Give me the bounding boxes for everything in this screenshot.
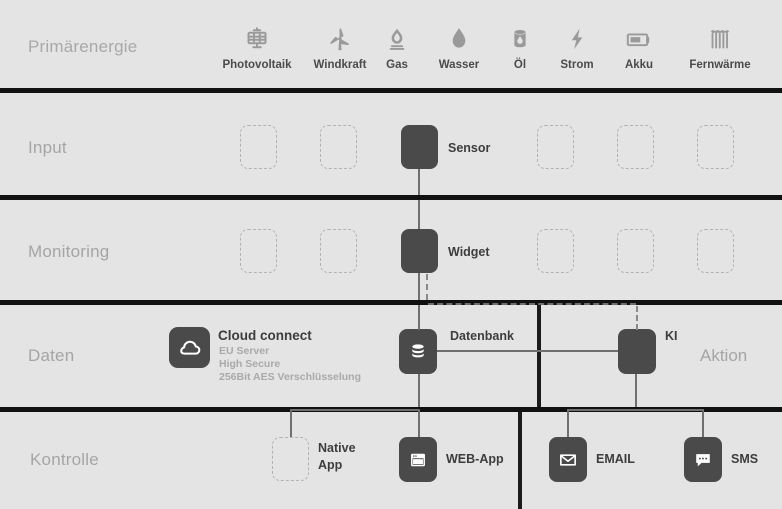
- primary-energy-label: Wasser: [438, 59, 480, 71]
- divider-kontrolle-left-right: [518, 412, 522, 509]
- kontrolle-node-sms[interactable]: [684, 437, 722, 482]
- daten-node-datenbank-label: Datenbank: [450, 329, 514, 343]
- monitoring-node-widget[interactable]: [401, 229, 438, 273]
- envelope-icon: [557, 449, 579, 471]
- input-empty-slot-1[interactable]: [240, 125, 277, 169]
- connector-datenbank-up: [418, 305, 420, 330]
- monitoring-empty-slot-3[interactable]: [537, 229, 574, 273]
- connector-bus-to-sms: [702, 409, 704, 437]
- input-node-sensor-label: Sensor: [448, 141, 491, 155]
- band-daten-aktion: [0, 305, 782, 407]
- cloud-icon: [177, 335, 203, 361]
- row-label-primaerenergie: Primärenergie: [28, 37, 138, 56]
- connector-ki-dashed-up: [636, 306, 638, 330]
- battery-icon: [594, 20, 684, 54]
- bus-kontrolle-left: [290, 409, 420, 411]
- connector-ki-down: [635, 374, 637, 407]
- primary-energy-item-gas[interactable]: Gas: [352, 20, 442, 71]
- database-icon: [407, 340, 429, 364]
- monitoring-empty-slot-1[interactable]: [240, 229, 277, 273]
- input-empty-slot-5[interactable]: [697, 125, 734, 169]
- primary-energy-label: Photovoltaik: [222, 59, 292, 71]
- primary-energy-label: Akku: [624, 59, 654, 71]
- kontrolle-node-native-app[interactable]: [272, 437, 309, 481]
- primary-energy-label: Öl: [513, 59, 527, 71]
- kontrolle-native-app-label-line2: App: [318, 458, 343, 472]
- primary-energy-label: Strom: [560, 59, 594, 71]
- primary-energy-item-strom[interactable]: Strom: [532, 20, 622, 71]
- input-empty-slot-4[interactable]: [617, 125, 654, 169]
- cloud-connect-line-1: EU Server: [219, 345, 270, 357]
- kontrolle-native-app-label-line1: Native: [318, 441, 356, 455]
- divider-daten-aktion: [537, 305, 541, 407]
- water-drop-icon: [414, 20, 504, 54]
- primary-energy-item-photovoltaik[interactable]: Photovoltaik: [212, 20, 302, 71]
- lightning-bolt-icon: [532, 20, 622, 54]
- aktion-node-ki[interactable]: [618, 329, 656, 374]
- primary-energy-item-oel[interactable]: Öl: [475, 20, 565, 71]
- monitoring-empty-slot-2[interactable]: [320, 229, 357, 273]
- connector-bus-to-web-app: [418, 409, 420, 437]
- primary-energy-item-akku[interactable]: Akku: [594, 20, 684, 71]
- row-label-kontrolle: Kontrolle: [30, 450, 99, 469]
- gas-flame-icon: [352, 20, 442, 54]
- primary-energy-label: Gas: [386, 59, 408, 71]
- primary-energy-label: Fernwärme: [689, 59, 751, 71]
- kontrolle-node-email[interactable]: [549, 437, 587, 482]
- input-empty-slot-2[interactable]: [320, 125, 357, 169]
- browser-window-icon: [407, 449, 429, 471]
- chat-bubble-icon: [692, 449, 714, 471]
- connector-bus-to-email: [567, 409, 569, 437]
- input-node-sensor[interactable]: [401, 125, 438, 169]
- row-label-aktion: Aktion: [700, 346, 748, 365]
- divider-monitoring-daten: [0, 300, 782, 305]
- kontrolle-node-web-app[interactable]: [399, 437, 437, 482]
- connector-bus-to-native-app: [290, 409, 292, 437]
- cloud-connect-line-2: High Secure: [219, 358, 281, 370]
- monitoring-empty-slot-4[interactable]: [617, 229, 654, 273]
- wind-turbine-icon: [295, 20, 385, 54]
- primary-energy-item-windkraft[interactable]: Windkraft: [295, 20, 385, 71]
- kontrolle-web-app-label: WEB-App: [446, 452, 504, 466]
- row-label-monitoring: Monitoring: [28, 242, 110, 261]
- band-kontrolle: [0, 412, 782, 509]
- connector-sensor-to-widget: [418, 169, 420, 195]
- input-empty-slot-3[interactable]: [537, 125, 574, 169]
- radiator-icon: [675, 20, 765, 54]
- band-input: [0, 93, 782, 195]
- cloud-connect-line-3: 256Bit AES Verschlüsselung: [219, 371, 362, 383]
- kontrolle-email-label: EMAIL: [596, 452, 635, 466]
- band-primaerenergie: [0, 0, 782, 88]
- connector-widget-ki-dashed-down: [426, 274, 428, 300]
- row-label-input: Input: [28, 138, 67, 157]
- oil-barrel-icon: [475, 20, 565, 54]
- primary-energy-item-wasser[interactable]: Wasser: [414, 20, 504, 71]
- solar-panel-icon: [212, 20, 302, 54]
- aktion-node-ki-label: KI: [665, 329, 678, 343]
- connector-widget-to-database: [418, 273, 420, 300]
- bus-kontrolle-right: [567, 409, 703, 411]
- band-monitoring: [0, 200, 782, 300]
- connector-widget-ki-dashed-across: [428, 303, 636, 306]
- row-label-daten: Daten: [28, 346, 75, 365]
- primary-energy-item-fernwaerme[interactable]: Fernwärme: [675, 20, 765, 71]
- divider-primaerenergie-input: [0, 88, 782, 93]
- monitoring-node-widget-label: Widget: [448, 245, 490, 259]
- divider-input-monitoring: [0, 195, 782, 200]
- monitoring-empty-slot-5[interactable]: [697, 229, 734, 273]
- connector-datenbank-to-ki: [437, 350, 618, 352]
- cloud-connect-title: Cloud connect: [218, 328, 312, 343]
- connector-sensor-widget-upper: [418, 200, 420, 229]
- primary-energy-label: Windkraft: [313, 59, 367, 71]
- daten-node-datenbank[interactable]: [399, 329, 437, 374]
- kontrolle-sms-label: SMS: [731, 452, 759, 466]
- connector-datenbank-down: [418, 374, 420, 407]
- cloud-connect-node[interactable]: [169, 327, 210, 368]
